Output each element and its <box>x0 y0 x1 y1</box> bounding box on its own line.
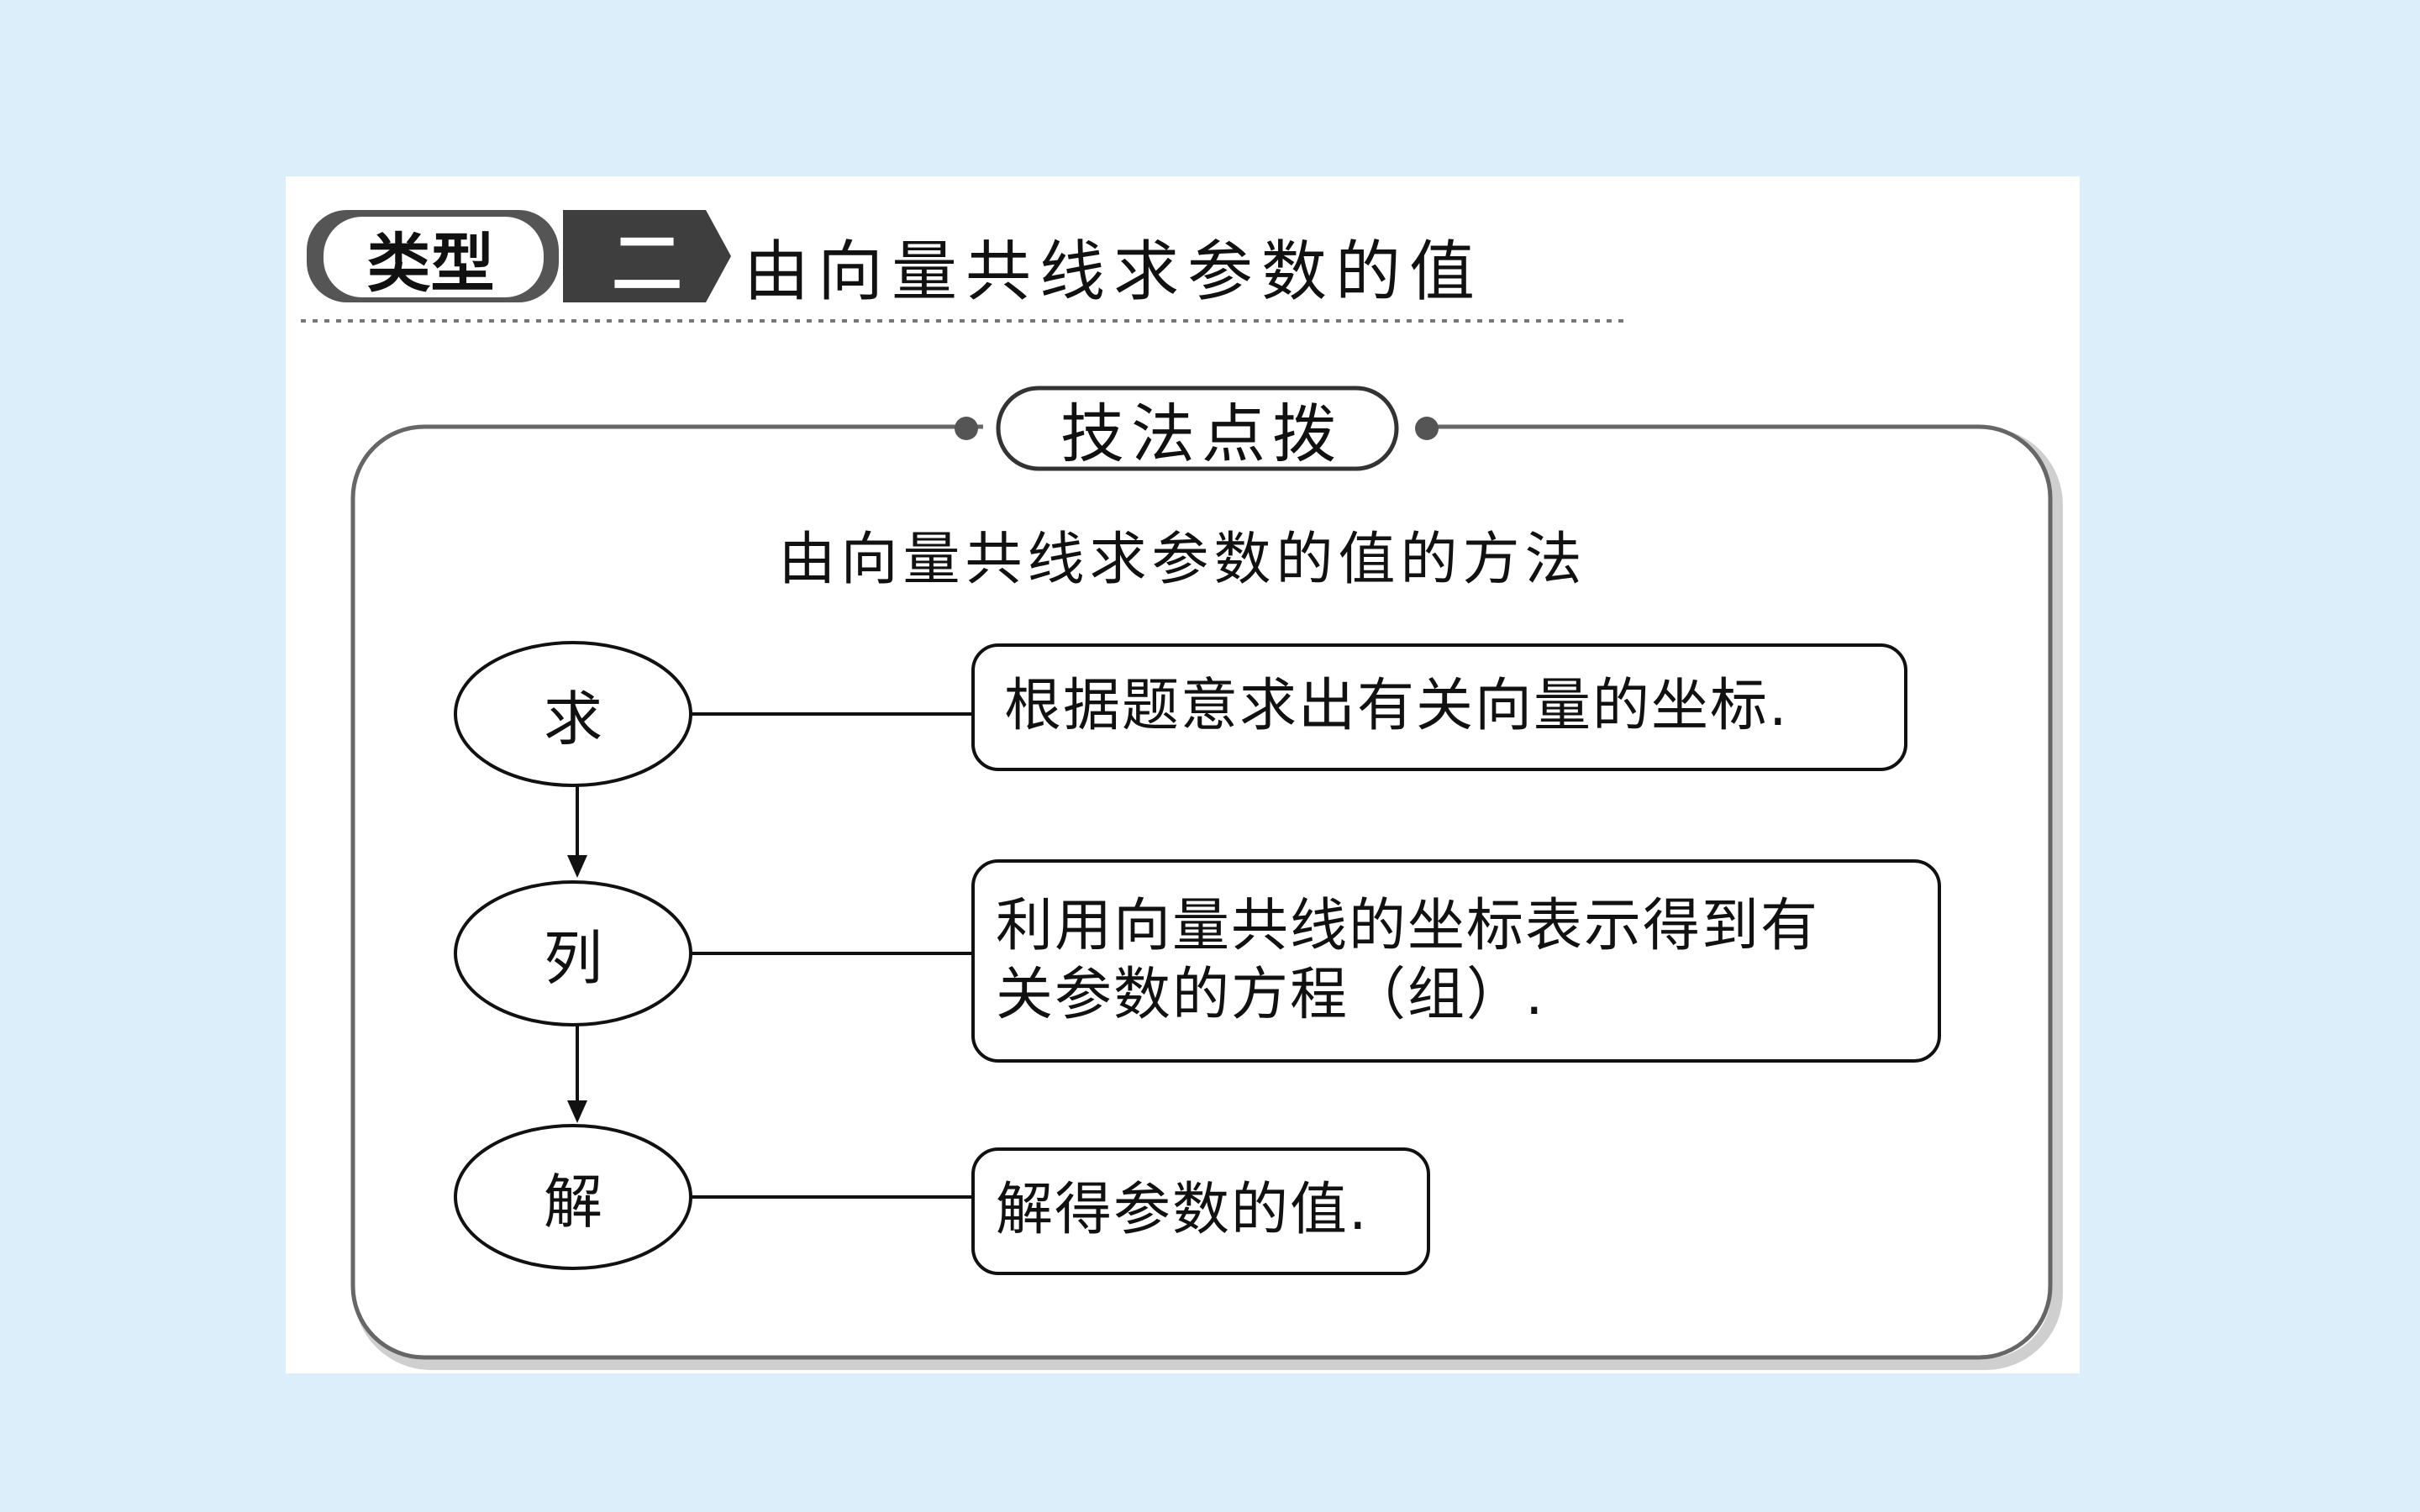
heading-number-arrow <box>563 210 731 302</box>
step-box-1 <box>971 643 1907 771</box>
tips-badge: 技法点拨 <box>1060 396 1343 471</box>
content-panel: 类型 二 由向量共线求参数的值 技法点拨 由向量共线求参数的值的方法 求 列 解… <box>286 176 2080 1373</box>
step-2-text-line-2: 关参数的方程（组）. <box>996 962 1545 1028</box>
method-title: 由向量共线求参数的值的方法 <box>778 527 1587 593</box>
heading-type-number: 二 <box>611 222 682 305</box>
heading-title: 由向量共线求参数的值 <box>744 234 1484 310</box>
step-node-1-label: 求 <box>544 684 602 753</box>
panel-graphics <box>301 210 2063 1370</box>
step-node-2-label: 列 <box>544 923 602 993</box>
badge-dot-left <box>955 417 978 440</box>
heading-label-pill <box>324 217 544 297</box>
step-box-2 <box>971 859 1941 1063</box>
step-3-text: 解得参数的值. <box>996 1177 1369 1243</box>
arrow-2-head <box>567 1100 587 1123</box>
step-node-3-label: 解 <box>544 1167 602 1236</box>
arrow-1-head <box>567 855 587 878</box>
step-2-text-line-1: 利用向量共线的坐标表示得到有 <box>996 893 1820 959</box>
badge-pill <box>996 386 1399 471</box>
step-box-3 <box>971 1147 1430 1275</box>
heading-type-label: 类型 <box>366 226 495 301</box>
badge-dot-right <box>1415 417 1439 440</box>
step-1-text: 根据题意求出有关向量的坐标. <box>1004 673 1789 739</box>
